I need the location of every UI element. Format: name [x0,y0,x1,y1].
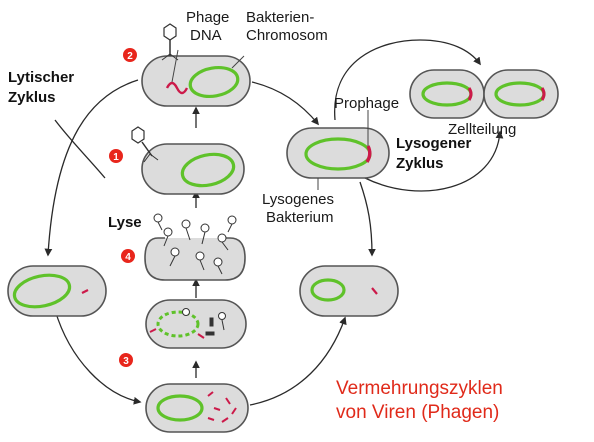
arrow-bottom-to-right [249,316,347,406]
fragmented-chromosome [156,310,200,338]
lytic-cross-line [54,119,106,179]
label-cell-division: Zellteilung [448,121,516,138]
cell-division-pair [409,69,559,119]
label-prophage: Prophage [334,95,399,112]
label-lysis: Lyse [108,214,142,231]
label-lysogenic-bacterium-2: Bakterium [266,209,334,226]
cell-step1 [131,126,245,195]
svg-text:3: 3 [123,356,129,367]
bacterial-chromosome [188,65,240,99]
cell-assembly [145,299,247,349]
step-badge-4: 4 [121,249,135,263]
prophage-segment [365,145,372,163]
svg-text:1: 1 [113,152,119,163]
arrow-top-to-lysogenic [251,81,319,126]
arrow-division-to-lysogenic [364,130,504,192]
phage-parts [182,308,226,336]
svg-text:4: 4 [125,252,131,263]
phage-dna-fragment [371,287,378,295]
step-badge-3: 3 [119,353,133,367]
label-lysogenic-1: Lysogener [396,135,471,152]
label-chromosome-2: Chromosom [246,27,328,44]
diagram-title-line2: von Viren (Phagen) [336,402,499,423]
cell-lysogenic [286,127,390,179]
label-lysogenic-bacterium-1: Lysogenes [262,191,334,208]
arrow-lysogenic-to-division [334,39,481,121]
diagram-title-line1: Vermehrungszyklen [336,378,503,399]
step-badge-2: 2 [123,48,137,62]
cell-left [7,265,107,317]
cell-replication [145,383,249,433]
phage-icon [161,23,179,61]
phage-dna-copies [207,391,237,423]
phage-dna-strand [165,81,189,95]
arrow-lysogenic-down [359,181,376,257]
label-lytic-1: Lytischer [8,69,74,86]
bacterial-chromosome [310,278,346,302]
label-chromosome-1: Bakterien- [246,9,314,26]
phage-icon [131,126,159,163]
step-badge-1: 1 [109,149,123,163]
cell-right-lower [299,265,399,317]
label-leaders [171,49,369,190]
bacterial-chromosome [12,273,72,309]
label-lysogenic-2: Zyklus [396,155,444,172]
label-phage-dna-2: DNA [190,27,222,44]
released-phages [153,213,237,275]
bacterial-chromosome [156,394,204,422]
label-phage-dna-1: Phage [186,9,229,26]
svg-text:2: 2 [127,51,133,62]
cell-step4-lysis [144,213,246,281]
arrow-left-to-bottom [54,309,142,405]
cycle-arrows [44,39,504,406]
phage-dna-fragment [81,289,89,294]
arrow-top-to-left [44,79,139,257]
bacterial-chromosome [180,152,236,188]
label-lytic-2: Zyklus [8,89,56,106]
